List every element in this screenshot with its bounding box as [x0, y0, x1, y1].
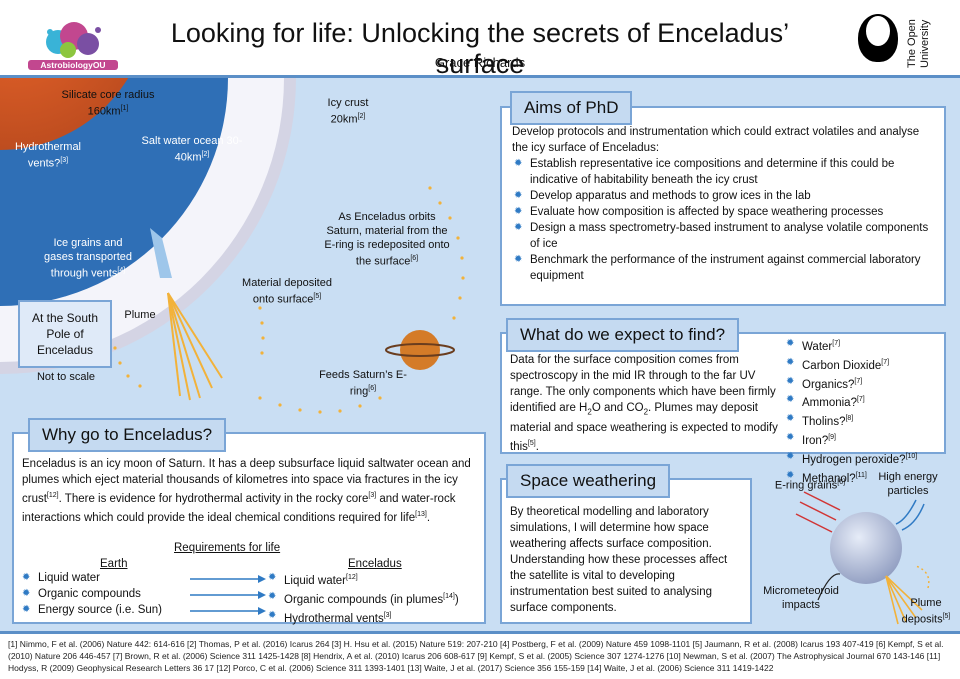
enceladus-list: Liquid water[12] Organic compounds (in p… — [266, 570, 459, 626]
list-item: Organics?[7] — [784, 374, 917, 393]
label-ering-grains: E-ring grains[6] — [774, 479, 846, 492]
list-item: Design a mass spectrometry-based instrum… — [512, 220, 936, 252]
expect-title: What do we expect to find? — [506, 318, 740, 352]
list-item: Organic compounds — [20, 586, 162, 602]
label-plume-deposits: Plume deposits[5] — [901, 597, 951, 626]
open-university-logo: The Open University — [858, 8, 948, 70]
list-item: Hydrothermal vents[3] — [266, 608, 459, 627]
expect-panel: Data for the surface composition comes f… — [500, 332, 946, 485]
list-item: Liquid water — [20, 570, 162, 586]
why-text: Enceladus is an icy moon of Saturn. It h… — [22, 458, 471, 524]
list-item: Develop apparatus and methods to grow ic… — [512, 188, 936, 204]
label-micrometeoroid: Micrometeoroid impacts — [763, 585, 839, 611]
list-item: Organic compounds (in plumes[14]) — [266, 589, 459, 608]
list-item: Liquid water[12] — [266, 570, 459, 589]
south-pole-box: At the South Pole of Enceladus — [18, 300, 112, 368]
list-item: Energy source (i.e. Sun) — [20, 602, 162, 618]
aims-title: Aims of PhD — [510, 91, 633, 125]
author: Grace Richards — [434, 55, 526, 70]
earth-title: Earth — [100, 558, 128, 570]
astrobiology-logo: AstrobiologyOU — [28, 14, 118, 74]
astrobiology-logo-text: AstrobiologyOU — [28, 60, 118, 70]
list-item: Methanol?[11] — [784, 468, 917, 487]
why-title: Why go to Enceladus? — [28, 418, 227, 452]
list-item: Hydrogen peroxide?[10] — [784, 449, 917, 468]
label-deposited: Material deposited onto surface[5] — [242, 277, 332, 306]
aims-intro: Develop protocols and instrumentation wh… — [512, 126, 920, 154]
splat-icon — [46, 22, 101, 58]
weathering-panel: By theoretical modelling and laboratory … — [500, 478, 752, 624]
aims-list: Establish representative ice composition… — [512, 156, 936, 284]
list-item: Evaluate how composition is affected by … — [512, 204, 936, 220]
ou-logo-text: The Open University — [906, 19, 931, 68]
enceladus-title: Enceladus — [348, 558, 402, 570]
label-icy-crust: Icy crust 20km[2] — [327, 97, 369, 126]
list-item: Benchmark the performance of the instrum… — [512, 252, 936, 284]
compound-list: Water[7] Carbon Dioxide[7] Organics?[7] … — [784, 336, 917, 487]
arrows-icon — [190, 575, 266, 615]
aims-panel: Develop protocols and instrumentation wh… — [500, 106, 946, 306]
label-plume: Plume — [124, 309, 156, 321]
list-item: Iron?[9] — [784, 430, 917, 449]
list-item: Ammonia?[7] — [784, 392, 917, 411]
earth-list: Liquid water Organic compounds Energy so… — [20, 570, 162, 618]
list-item: Water[7] — [784, 336, 917, 355]
why-panel: Enceladus is an icy moon of Saturn. It h… — [12, 432, 486, 624]
page-title: Looking for life: Unlocking the secrets … — [170, 18, 790, 79]
list-item: Tholins?[8] — [784, 411, 917, 430]
weathering-text: By theoretical modelling and laboratory … — [510, 506, 728, 614]
label-hydrothermal: Hydrothermal vents?[3] — [14, 141, 82, 170]
label-ocean: Salt water ocean 30-40km[2] — [141, 135, 243, 164]
label-feeds-ering: Feeds Saturn’s E-ring[6] — [319, 369, 407, 398]
enceladus-diagram: Silicate core radius 160km[1] Hydrotherm… — [0, 78, 500, 418]
saturn-icon — [385, 330, 455, 370]
label-not-to-scale: Not to scale — [36, 371, 96, 383]
expect-text: Data for the surface composition comes f… — [510, 354, 778, 454]
label-ice-grains: Ice grains and gases transported through… — [43, 237, 133, 280]
ou-shield-icon — [858, 14, 898, 62]
list-item: Establish representative ice composition… — [512, 156, 936, 188]
header — [0, 0, 960, 78]
label-silicate-core: Silicate core radius 160km[1] — [61, 89, 155, 118]
label-orbit: As Enceladus orbits Saturn, material fro… — [324, 211, 450, 268]
requirements-title: Requirements for life — [174, 542, 281, 554]
enceladus-icon — [795, 491, 930, 625]
references: [1] Nimmo, F et al. (2006) Nature 442: 6… — [0, 631, 960, 679]
list-item: Carbon Dioxide[7] — [784, 355, 917, 374]
weathering-diagram: E-ring grains[6] High energy particles M… — [756, 462, 956, 628]
weathering-title: Space weathering — [506, 464, 671, 498]
label-high-energy: High energy particles — [878, 471, 938, 497]
